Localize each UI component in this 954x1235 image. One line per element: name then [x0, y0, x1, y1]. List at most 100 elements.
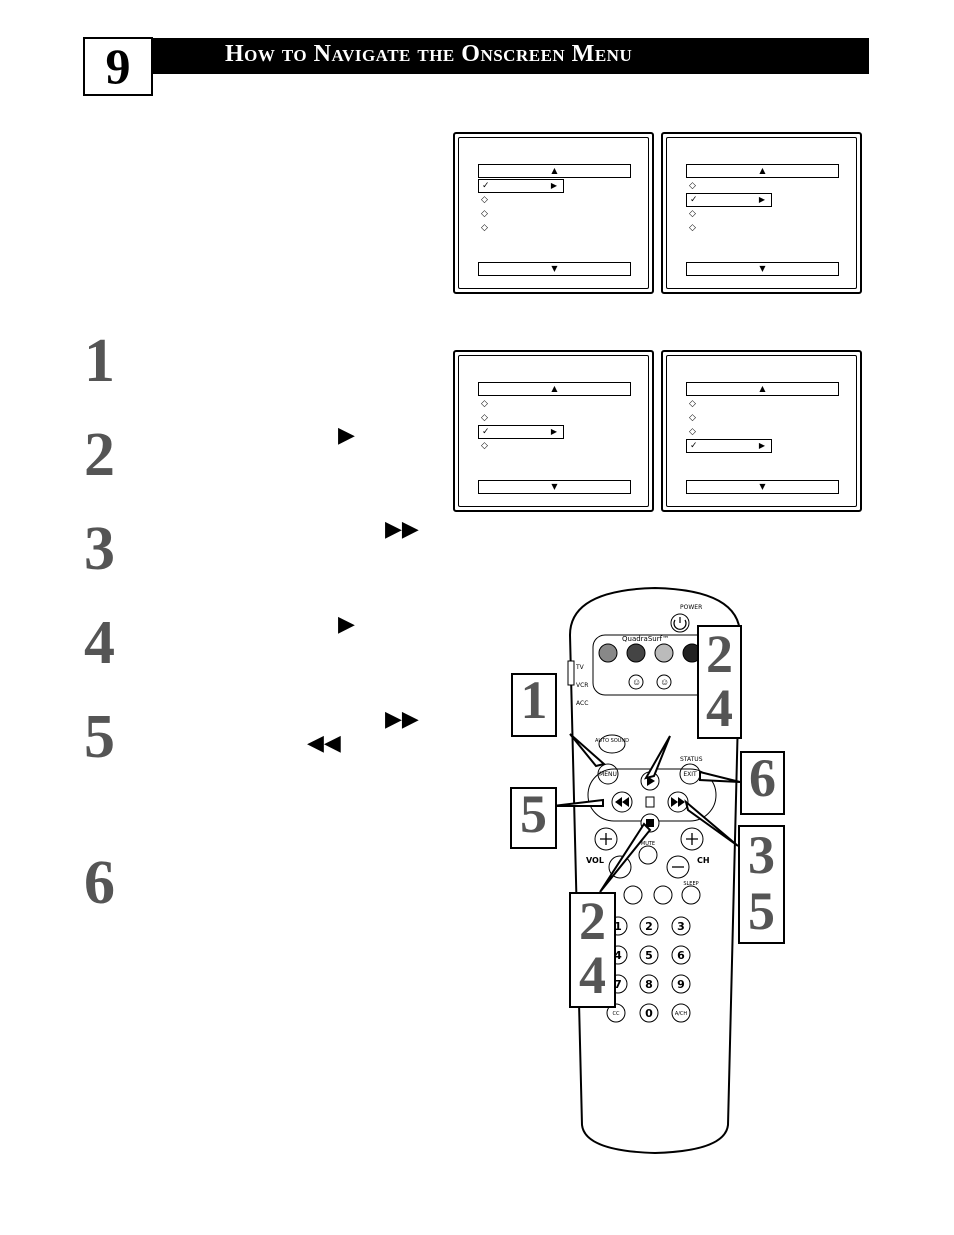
callout-step-1: 1 — [511, 673, 557, 737]
step-number-5: 5 — [84, 703, 115, 771]
digit-label: 5 — [645, 949, 653, 962]
auto-sound-label: AUTO SOUND — [595, 738, 629, 744]
cc-button[interactable] — [606, 1003, 626, 1023]
callout-step-2-4: 2 4 — [697, 625, 742, 739]
page-title: How to Navigate the Onscreen Menu — [225, 41, 633, 67]
mute-button[interactable] — [638, 845, 658, 865]
step-number-4: 4 — [84, 609, 115, 677]
digit-label: 6 — [677, 949, 685, 962]
pause-button[interactable] — [653, 885, 673, 905]
digit-button-5[interactable] — [639, 945, 659, 965]
rewind-icon — [615, 797, 629, 807]
plus-icon — [600, 833, 612, 845]
quadrasurf-button-2[interactable] — [626, 643, 646, 663]
diamond-icon: ◇ — [689, 413, 696, 423]
menu-item-bullet: ◇ — [481, 222, 488, 234]
callout-digit: 4 — [579, 945, 606, 1005]
callout-step-5: 5 — [510, 787, 557, 849]
sleep-button[interactable] — [681, 885, 701, 905]
tv-screen-4: ▲◇◇◇✓▶▼ — [661, 350, 862, 512]
fast-forward-icon — [671, 797, 685, 807]
smart-sound-button[interactable] — [656, 674, 672, 690]
sleep-label: SLEEP — [683, 881, 698, 887]
auto-sound-button[interactable] — [598, 734, 626, 754]
diamond-icon: ◇ — [481, 209, 488, 219]
diamond-icon: ◇ — [481, 413, 488, 423]
diamond-icon: ◇ — [481, 399, 488, 409]
down-arrow-icon: ▼ — [759, 264, 766, 273]
up-arrow-icon: ▲ — [551, 384, 558, 393]
tv-screen-1: ▲✓▶◇◇◇▼ — [453, 132, 654, 294]
diamond-icon: ◇ — [689, 427, 696, 437]
fast-forward-icon: ▶▶ — [385, 517, 419, 542]
smiley-icon: ☺ — [632, 677, 641, 687]
digit-label: 8 — [645, 978, 653, 991]
record-button[interactable] — [623, 885, 643, 905]
digit-label: 7 — [614, 978, 622, 991]
menu-item-bullet: ◇ — [689, 222, 696, 234]
check-icon: ✓ — [690, 195, 698, 205]
center-icon — [645, 796, 655, 808]
digit-button-2[interactable] — [639, 916, 659, 936]
callout-digit: 5 — [748, 881, 775, 941]
menu-item-bullet: ◇ — [689, 208, 696, 220]
menu-up-bar: ▲ — [686, 382, 839, 396]
title-bar: How to Navigate the Onscreen Menu — [153, 38, 869, 74]
menu-item-selected: ✓▶ — [478, 425, 564, 439]
menu-item-selected: ✓▶ — [686, 439, 772, 453]
menu-item-bullet: ◇ — [689, 412, 696, 424]
diamond-icon: ◇ — [481, 223, 488, 233]
status-label: STATUS — [680, 756, 703, 763]
up-arrow-icon: ▲ — [759, 384, 766, 393]
smart-picture-button[interactable] — [628, 674, 644, 690]
down-arrow-icon: ▼ — [551, 482, 558, 491]
right-arrow-icon: ▶ — [758, 441, 765, 450]
up-arrow-icon: ▲ — [759, 166, 766, 175]
menu-item-bullet: ◇ — [689, 180, 696, 192]
exit-label: EXIT — [683, 771, 697, 778]
digit-label: 4 — [614, 949, 622, 962]
down-arrow-icon: ▼ — [759, 482, 766, 491]
ch-label: CH — [697, 856, 710, 865]
digit-button-6[interactable] — [671, 945, 691, 965]
callout-digit: 2 — [579, 891, 606, 951]
remote-control: POWER QuadraSurf™ ☺ ☺ TV VCR ACC AUTO SO… — [567, 586, 742, 1155]
menu-label: MENU — [599, 771, 617, 778]
mode-switch[interactable] — [567, 660, 575, 686]
quadrasurf-button-1[interactable] — [598, 643, 618, 663]
digit-button-8[interactable] — [639, 974, 659, 994]
menu-item-bullet: ◇ — [689, 398, 696, 410]
rewind-icon: ◀◀ — [307, 731, 341, 756]
menu-item-selected: ✓▶ — [686, 193, 772, 207]
menu-up-bar: ▲ — [478, 164, 631, 178]
menu-down-bar: ▼ — [686, 480, 839, 494]
ach-label: A/CH — [675, 1011, 688, 1017]
stop-icon — [646, 819, 654, 827]
callout-step-6: 6 — [740, 751, 785, 815]
fast-forward-icon: ▶▶ — [385, 707, 419, 732]
diamond-icon: ◇ — [481, 441, 488, 451]
right-arrow-icon: ▶ — [550, 181, 557, 190]
digit-button-3[interactable] — [671, 916, 691, 936]
cc-label: CC — [613, 1011, 620, 1017]
diamond-icon: ◇ — [689, 209, 696, 219]
digit-button-0[interactable] — [639, 1003, 659, 1023]
step-number-3: 3 — [84, 515, 115, 583]
check-icon: ✓ — [690, 441, 698, 451]
step-number-2: 2 — [84, 421, 115, 489]
digit-button-9[interactable] — [671, 974, 691, 994]
mute-label: MUTE — [641, 841, 655, 847]
play-icon — [647, 776, 655, 786]
ach-button[interactable] — [671, 1003, 691, 1023]
menu-item-selected: ✓▶ — [478, 179, 564, 193]
mode-tv: TV — [575, 664, 585, 671]
step-number-1: 1 — [84, 327, 115, 395]
diamond-icon: ◇ — [689, 399, 696, 409]
menu-up-bar: ▲ — [686, 164, 839, 178]
page-number: 9 — [83, 37, 153, 96]
right-arrow-icon: ▶ — [758, 195, 765, 204]
check-icon: ✓ — [482, 427, 490, 437]
quadrasurf-button-3[interactable] — [654, 643, 674, 663]
step-number-6: 6 — [84, 849, 115, 917]
